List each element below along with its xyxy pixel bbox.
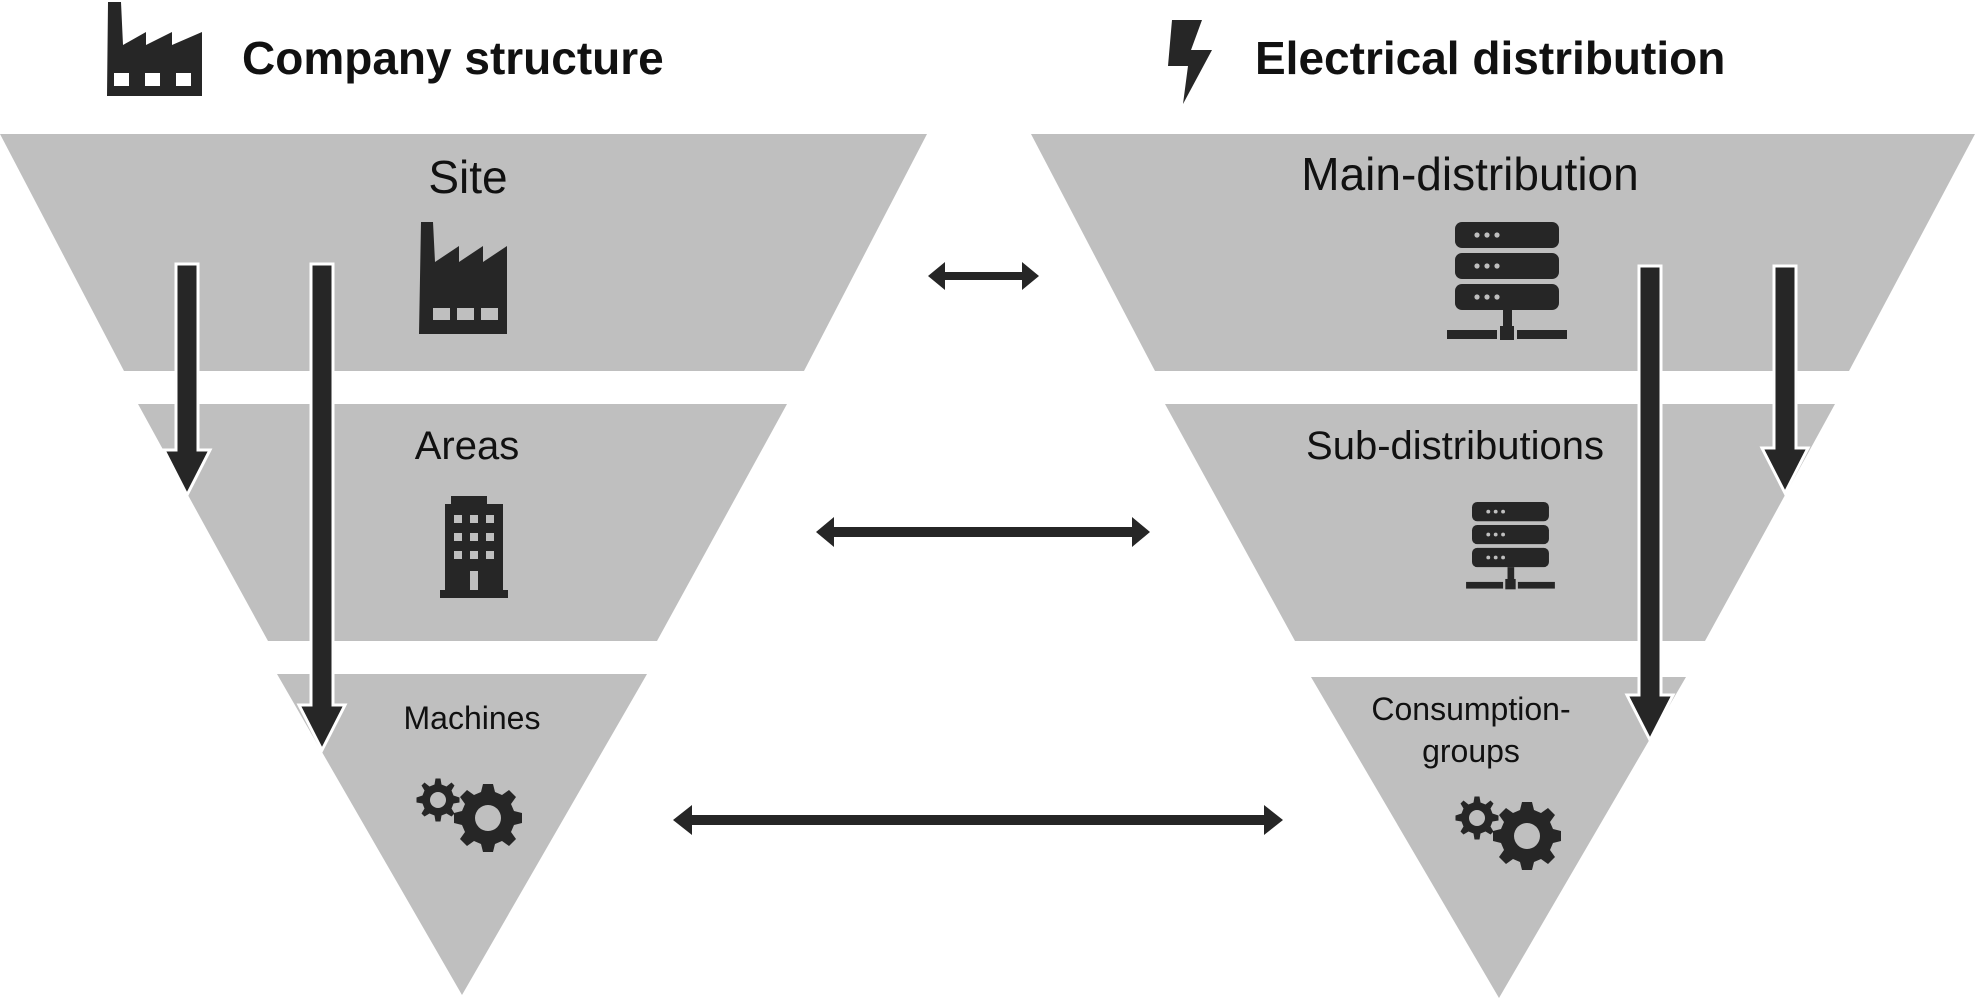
double-arrow-areas-sub: [816, 517, 1150, 547]
level-label-machines: Machines: [404, 700, 541, 736]
down-arrow-site-to-machines: [296, 262, 348, 754]
right-level-main-band: [1031, 134, 1975, 371]
level-label-sub-distributions: Sub-distributions: [1306, 424, 1604, 468]
down-arrow-main-to-sub: [1759, 264, 1811, 497]
down-arrow-main-to-consumption: [1624, 264, 1676, 744]
level-label-consumption-line1: Consumption-: [1371, 691, 1570, 727]
level-label-site: Site: [428, 151, 507, 203]
left-level-machines-band: [277, 674, 647, 995]
level-label-main-distribution: Main-distribution: [1301, 148, 1638, 200]
right-level-sub-band: [1165, 404, 1835, 641]
lightning-bolt-icon: [1168, 20, 1212, 104]
office-building-icon: [440, 496, 508, 598]
server-network-icon: [1447, 222, 1567, 340]
level-label-areas: Areas: [415, 424, 520, 468]
left-level-site-band: [0, 134, 927, 371]
factory-icon: [419, 222, 507, 334]
down-arrow-site-to-areas: [161, 262, 213, 499]
left-title-factory-icon: [107, 2, 202, 96]
left-title: Company structure: [242, 32, 664, 84]
server-network-icon: [1466, 502, 1555, 590]
double-arrow-site-main: [928, 262, 1039, 290]
right-title: Electrical distribution: [1255, 32, 1725, 84]
level-label-consumption-line2: groups: [1422, 733, 1520, 769]
double-arrow-machines-consumption: [673, 805, 1283, 835]
